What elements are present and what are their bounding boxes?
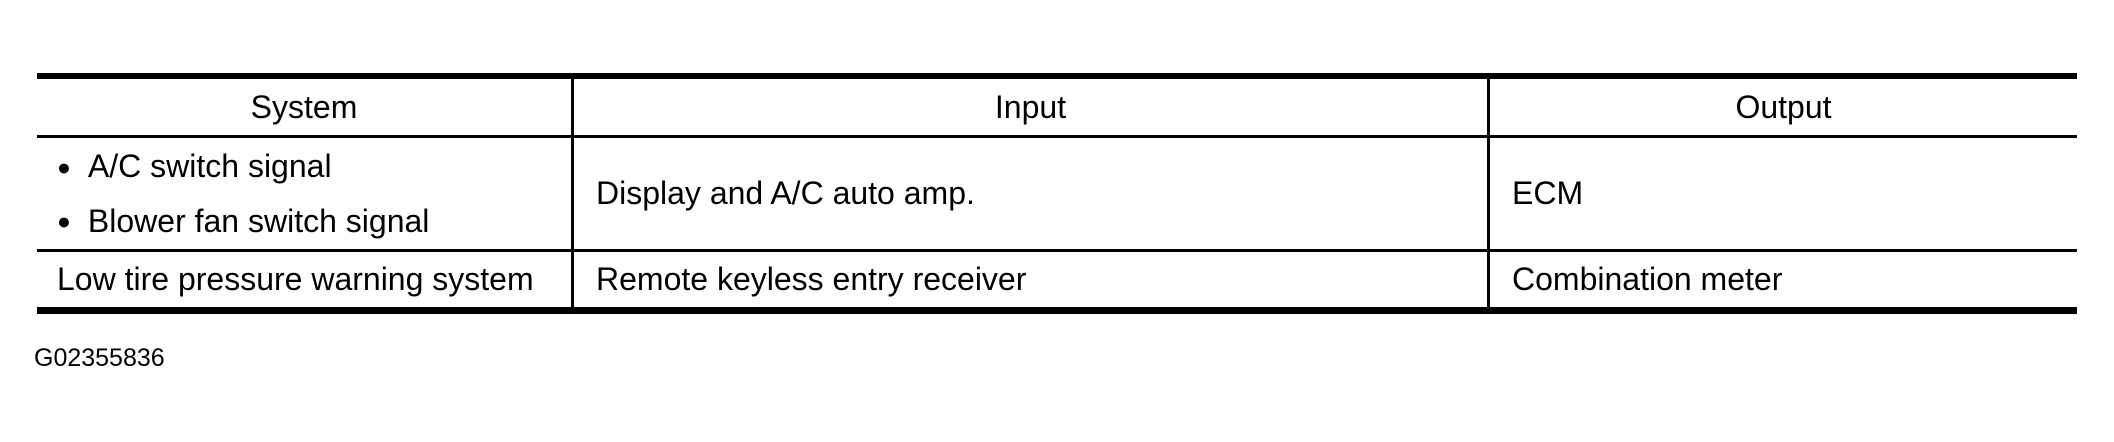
output-cell: Combination meter [1490, 252, 2077, 307]
bullet-icon: ● [57, 153, 71, 180]
header-cell-system: System [37, 79, 574, 135]
column-header-input: Input [994, 88, 1067, 125]
output-value: Combination meter [1512, 261, 1783, 298]
column-header-output: Output [1735, 88, 1832, 125]
system-item-label: Blower fan switch signal [87, 202, 430, 239]
header-cell-input: Input [574, 79, 1490, 135]
input-cell: Remote keyless entry receiver [574, 252, 1490, 307]
output-value: ECM [1512, 175, 1584, 212]
system-input-output-table: System Input Output ● A/C switch signal … [37, 73, 2077, 314]
header-cell-output: Output [1490, 79, 2077, 135]
input-cell: Display and A/C auto amp. [574, 138, 1490, 249]
system-cell-bulleted-list: ● A/C switch signal ● Blower fan switch … [37, 138, 574, 249]
table-header-row: System Input Output [37, 79, 2077, 138]
column-header-system: System [250, 88, 358, 125]
input-value: Remote keyless entry receiver [596, 261, 1027, 298]
figure-id-code: G02355836 [34, 344, 165, 372]
system-value: Low tire pressure warning system [57, 261, 534, 298]
list-item: ● A/C switch signal [57, 148, 332, 185]
table-row: Low tire pressure warning system Remote … [37, 252, 2077, 307]
output-cell: ECM [1490, 138, 2077, 249]
system-cell: Low tire pressure warning system [37, 252, 574, 307]
list-item: ● Blower fan switch signal [57, 203, 429, 240]
system-item-label: A/C switch signal [87, 147, 332, 184]
input-value: Display and A/C auto amp. [596, 175, 975, 212]
table-row: ● A/C switch signal ● Blower fan switch … [37, 138, 2077, 252]
bullet-icon: ● [57, 208, 71, 235]
